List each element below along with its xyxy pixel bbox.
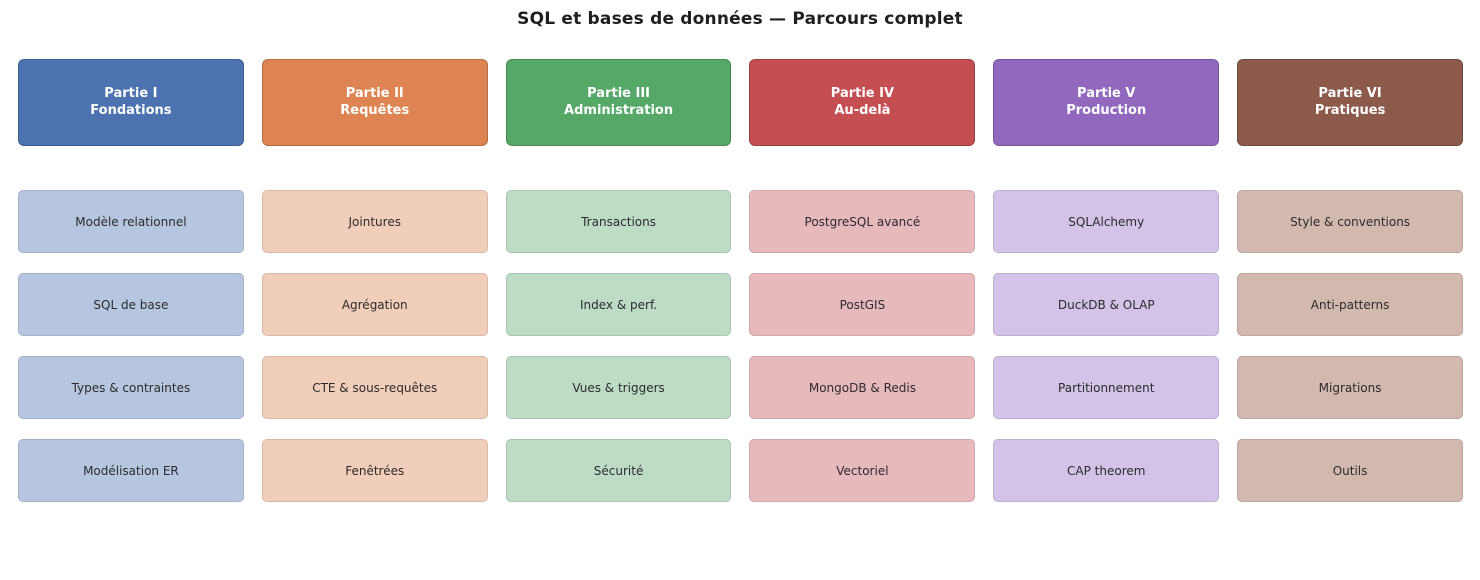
module-card: Sécurité [505, 439, 732, 502]
module-card: SQL de base [18, 273, 244, 336]
column-header-subtitle: Au-delà [834, 102, 891, 118]
module-card: Style & conventions [1237, 190, 1463, 253]
column-header-part-label: Partie I [104, 85, 158, 101]
module-card: Fenêtrées [261, 439, 488, 502]
column-header-part-label: Partie III [587, 85, 651, 101]
column-header-partie-6: Partie VI Pratiques [1237, 59, 1463, 146]
column-header-part-label: Partie IV [830, 85, 895, 101]
module-card: Index & perf. [505, 273, 732, 336]
column-header-partie-2: Partie II Requêtes [261, 59, 488, 146]
module-card: Migrations [1237, 356, 1463, 419]
module-card: Modèle relationnel [18, 190, 244, 253]
module-card: Modélisation ER [18, 439, 244, 502]
module-card: PostGIS [749, 273, 976, 336]
column-header-partie-4: Partie IV Au-delà [749, 59, 976, 146]
module-card: Vues & triggers [505, 356, 732, 419]
column-header-subtitle: Production [1066, 102, 1147, 118]
column-header-subtitle: Requêtes [340, 102, 410, 118]
module-card: Types & contraintes [18, 356, 244, 419]
module-card: Outils [1237, 439, 1463, 502]
column-header-partie-3: Partie III Administration [505, 59, 732, 146]
module-card: Vectoriel [749, 439, 976, 502]
module-card: CAP theorem [993, 439, 1220, 502]
column-header-partie-1: Partie I Fondations [18, 59, 244, 146]
module-card: Agrégation [261, 273, 488, 336]
column-header-part-label: Partie II [345, 85, 404, 101]
module-card: Jointures [261, 190, 488, 253]
module-card: SQLAlchemy [993, 190, 1220, 253]
column-header-subtitle: Pratiques [1314, 102, 1386, 118]
module-card: Partitionnement [993, 356, 1220, 419]
column-header-part-label: Partie VI [1318, 85, 1382, 101]
column-header-part-label: Partie V [1077, 85, 1136, 101]
column-header-subtitle: Fondations [90, 102, 172, 118]
page-title: SQL et bases de données — Parcours compl… [517, 9, 963, 29]
module-card: PostgreSQL avancé [749, 190, 976, 253]
column-header-partie-5: Partie V Production [993, 59, 1220, 146]
module-card: DuckDB & OLAP [993, 273, 1220, 336]
module-card: Anti-patterns [1237, 273, 1463, 336]
module-card: CTE & sous-requêtes [261, 356, 488, 419]
column-header-subtitle: Administration [564, 102, 674, 118]
module-card: Transactions [505, 190, 732, 253]
module-card: MongoDB & Redis [749, 356, 976, 419]
